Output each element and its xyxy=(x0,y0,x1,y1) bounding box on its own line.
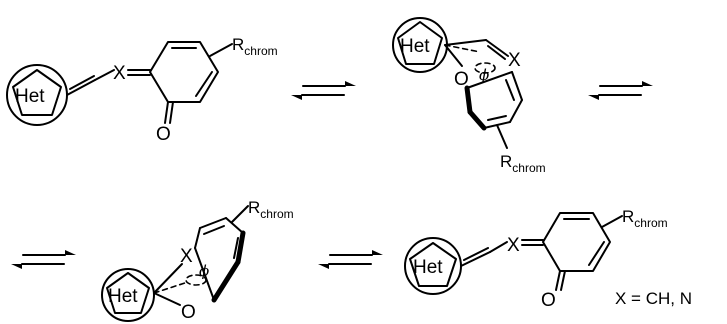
equilibrium-arrow-4 xyxy=(318,250,383,269)
het-pentagon xyxy=(397,21,443,65)
structure-merocyanine-top: Het X O Rchrom xyxy=(6,35,278,145)
het-label: Het xyxy=(108,286,138,307)
x-definition-legend: X = CH, N xyxy=(615,289,692,308)
het-pentagon xyxy=(106,272,150,314)
structure-merocyanine-bottom: Het X O Rchrom xyxy=(404,207,668,311)
het-pentagon xyxy=(12,69,62,116)
het-ring-circle xyxy=(101,268,155,322)
r-chrom-label: Rchrom xyxy=(232,35,278,58)
o-label: O xyxy=(454,69,469,90)
o-label: O xyxy=(541,290,556,311)
equilibrium-arrow-1 xyxy=(291,81,356,100)
x-label: X xyxy=(507,235,520,256)
het-label: Het xyxy=(15,86,45,107)
het-pentagon xyxy=(409,242,457,287)
x-label: X xyxy=(113,63,126,84)
r-chrom-label: Rchrom xyxy=(248,198,294,221)
x-label: X xyxy=(508,50,521,71)
x-label: X xyxy=(180,246,193,267)
o-label: O xyxy=(181,302,196,323)
structure-twisted-bottom: Het O X ϕ Rchrom xyxy=(101,198,294,323)
equilibrium-arrow-3 xyxy=(11,250,76,269)
het-label: Het xyxy=(400,36,430,57)
equilibrium-arrow-2 xyxy=(588,81,653,100)
structure-twisted-top: Het X O ϕ Rchrom xyxy=(392,17,546,175)
r-chrom-label: Rchrom xyxy=(500,152,546,175)
het-label: Het xyxy=(413,257,443,278)
o-label: O xyxy=(156,124,171,145)
r-chrom-label: Rchrom xyxy=(622,207,668,230)
phi-label: ϕ xyxy=(479,66,489,84)
